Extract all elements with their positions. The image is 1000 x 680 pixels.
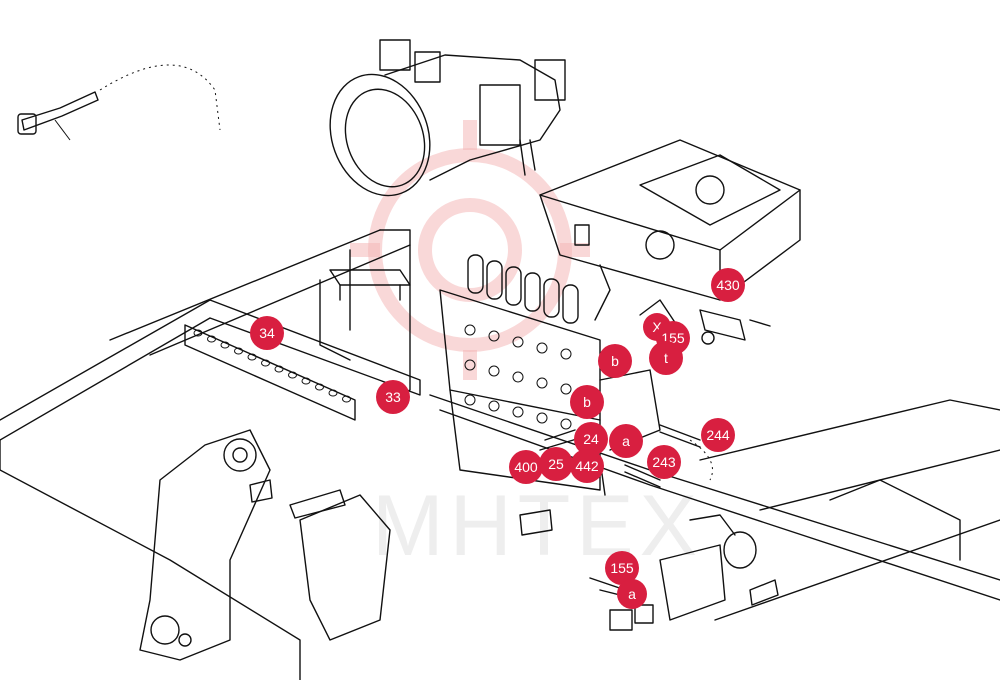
watermark-logo: MHTEX	[350, 120, 703, 574]
rail-hole	[315, 383, 324, 391]
valve-port	[560, 418, 572, 430]
valve-port	[488, 330, 500, 342]
valve-port	[560, 348, 572, 360]
svg-text:24: 24	[583, 431, 599, 447]
solenoid-block	[589, 514, 779, 631]
valve-port	[512, 406, 524, 418]
svg-text:a: a	[622, 433, 630, 449]
rail-hole	[207, 335, 216, 343]
svg-text:155: 155	[610, 560, 634, 576]
rail-hole	[220, 341, 230, 349]
callout-33[interactable]: 33	[376, 380, 410, 414]
rail-hole	[193, 329, 203, 337]
valve-port	[512, 371, 524, 383]
callout-34[interactable]: 34	[250, 316, 284, 350]
rail-hole	[274, 365, 284, 373]
callout-a-lower[interactable]: a	[617, 579, 647, 609]
valve-port	[536, 412, 548, 424]
callout-b-lower[interactable]: b	[570, 385, 604, 419]
valve-port	[536, 342, 548, 354]
callout-400[interactable]: 400	[509, 450, 543, 484]
pin-assembly	[17, 64, 221, 141]
valve-spool	[543, 278, 560, 318]
support-rail	[184, 269, 411, 421]
callout-25[interactable]: 25	[539, 447, 573, 481]
valve-spool	[505, 266, 522, 306]
callout-243[interactable]: 243	[647, 445, 681, 479]
rail-hole	[301, 377, 311, 385]
svg-text:X: X	[652, 319, 662, 335]
callout-b-upper[interactable]: b	[598, 344, 632, 378]
callout-244[interactable]: 244	[701, 418, 735, 452]
electrical-box	[539, 139, 801, 321]
svg-text:t: t	[664, 350, 668, 366]
rail-hole	[247, 353, 257, 361]
svg-text:b: b	[611, 353, 619, 369]
callout-430[interactable]: 430	[711, 268, 745, 302]
callouts: 430 34 33 X 155 b t b 24 a 244 243 400 2…	[250, 268, 745, 609]
rail-hole	[261, 359, 270, 367]
rail-hole	[342, 395, 351, 403]
hitch-bracket	[139, 429, 553, 661]
valve-port	[488, 365, 500, 377]
callout-t[interactable]: t	[649, 341, 683, 375]
rail-hole	[328, 389, 338, 397]
valve-spool	[467, 254, 484, 294]
valve-port	[536, 377, 548, 389]
valve-port	[488, 400, 500, 412]
watermark-text: MHTEX	[372, 478, 703, 574]
valve-spool	[486, 260, 503, 300]
svg-text:34: 34	[259, 325, 275, 341]
valve-port	[560, 383, 572, 395]
hydraulic-pump	[329, 39, 566, 197]
valve-port	[512, 336, 524, 348]
svg-text:442: 442	[575, 458, 599, 474]
svg-text:25: 25	[548, 456, 564, 472]
valve-port	[464, 324, 476, 336]
valve-spool	[562, 284, 579, 324]
callout-a-upper[interactable]: a	[609, 424, 643, 458]
rail-hole	[288, 371, 297, 379]
callout-24[interactable]: 24	[574, 422, 608, 456]
valve-spool	[524, 272, 541, 312]
valve-port	[464, 394, 476, 406]
callout-442[interactable]: 442	[570, 449, 604, 483]
main-frame	[0, 229, 1000, 680]
svg-text:430: 430	[716, 277, 740, 293]
svg-text:244: 244	[706, 427, 730, 443]
svg-text:243: 243	[652, 454, 676, 470]
svg-text:33: 33	[385, 389, 401, 405]
callout-155-bottom[interactable]: 155	[605, 551, 639, 585]
fittings	[539, 309, 771, 496]
svg-text:a: a	[628, 586, 636, 602]
svg-text:b: b	[583, 394, 591, 410]
svg-text:400: 400	[514, 459, 538, 475]
rail-hole	[234, 347, 243, 355]
valve-port	[464, 359, 476, 371]
